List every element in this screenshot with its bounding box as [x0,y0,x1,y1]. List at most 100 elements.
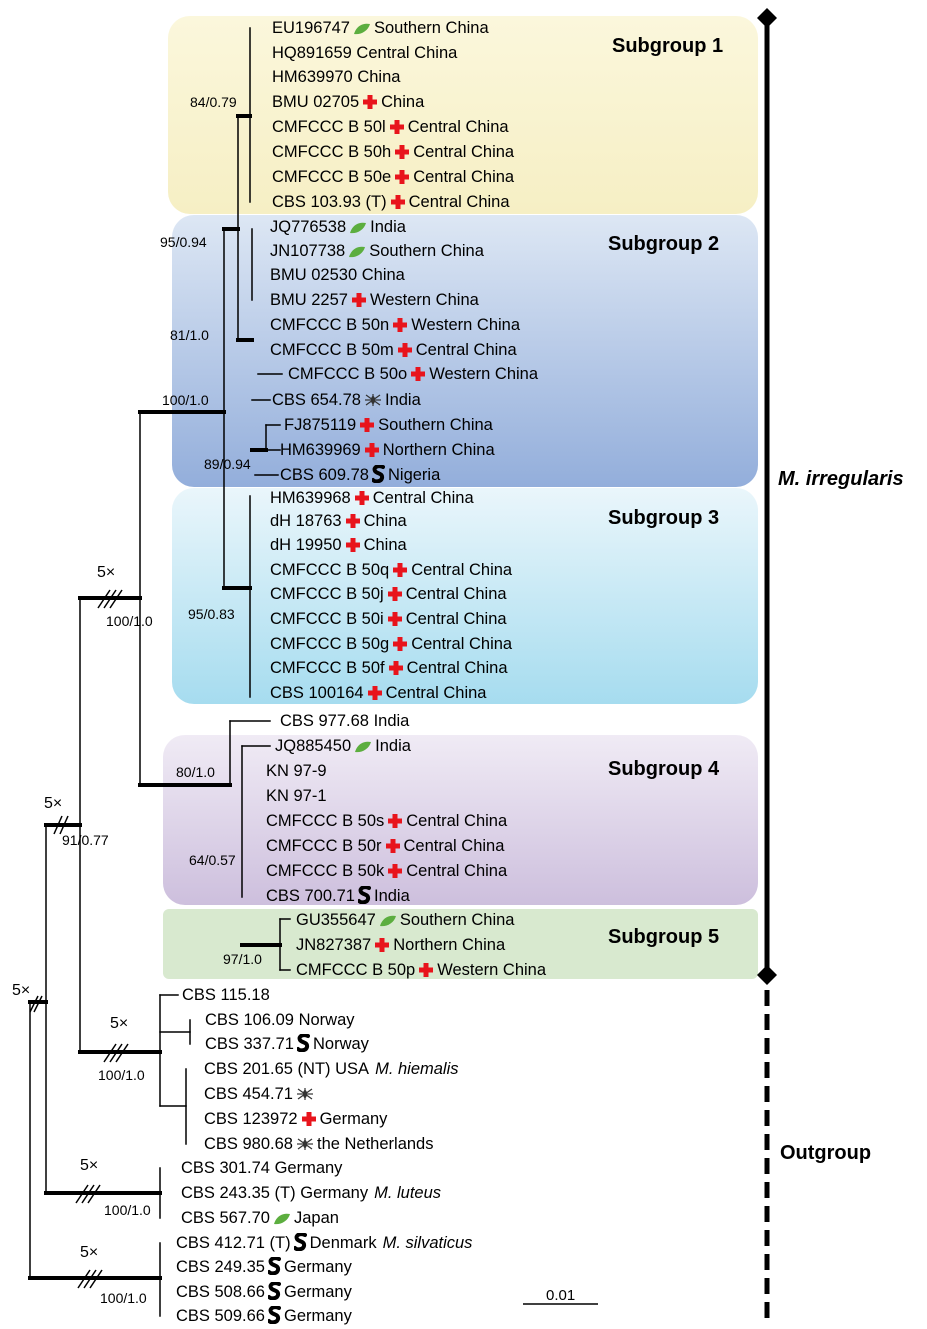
origin-label: USA [335,1060,370,1078]
taxon-label: CBS 115.18 [182,985,270,1005]
strain-name: CMFCCC B 50h [272,143,392,161]
species-name: M. silvaticus [382,1234,473,1252]
cross-icon [394,144,410,165]
origin-label: Western China [429,365,539,383]
strain-name: CBS 103.93 (T) [272,193,387,211]
soil-icon [370,464,385,488]
strain-name: CMFCCC B 50m [270,341,394,359]
subgroup-4-label: Subgroup 4 [608,758,720,780]
cross-icon [392,636,408,657]
strain-name: CMFCCC B 50f [270,659,385,677]
strain-name: CBS 115.18 [182,986,270,1004]
cross-icon [394,169,410,190]
branch-break-label: 5× [110,1015,129,1032]
origin-label: Central China [406,659,508,677]
taxon-label: CBS 654.78 India [272,390,421,413]
taxon-label: CMFCCC B 50q Central China [270,560,512,583]
origin-label: Norway [312,1035,369,1053]
strain-name: HM639970 [272,68,353,86]
origin-label: India [384,391,421,409]
origin-label: Germany [283,1258,352,1276]
origin-label: Central China [411,561,513,579]
origin-label: Germany [274,1159,343,1177]
origin-label: Central China [405,610,507,628]
origin-label: Southern China [399,911,515,929]
strain-name: CBS 980.68 [204,1135,293,1153]
cross-icon [410,366,426,387]
origin-label: Central China [407,118,509,136]
support-value: 95/0.94 [160,234,207,250]
origin-label: China [361,266,405,284]
origin-label: Denmark [309,1234,377,1252]
origin-label: the Netherlands [316,1135,434,1153]
support-value: 89/0.94 [204,456,251,472]
strain-name: CBS 977.68 [280,712,369,730]
support-value: 91/0.77 [62,832,109,848]
strain-name: BMU 02530 [270,266,358,284]
strain-name: CMFCCC B 50s [266,812,385,830]
strain-name: CBS 249.35 [176,1258,265,1276]
origin-label: Central China [385,684,487,702]
species-name: M. luteus [374,1184,442,1202]
cross-icon [374,937,390,958]
origin-label: Central China [372,489,474,507]
origin-label: Central China [403,837,505,855]
soil-icon [266,1305,281,1329]
cross-icon [387,586,403,607]
taxon-label: CBS 301.74 Germany [181,1158,342,1178]
support-value: 100/1.0 [98,1067,145,1083]
strain-name: CBS 454.71 [204,1085,293,1103]
origin-label: Southern China [369,242,484,260]
branch-break-label: 5× [97,564,116,581]
taxon-label: CMFCCC B 50f Central China [270,658,508,681]
strain-name: CMFCCC B 50o [288,365,408,383]
strain-name: CMFCCC B 50p [296,961,416,979]
cross-icon [392,317,408,338]
strain-name: CMFCCC B 50l [272,118,386,136]
branch-break-label: 5× [12,982,31,999]
taxon-label: CBS 980.68 the Netherlands [204,1134,433,1157]
species-name: M. hiemalis [375,1060,459,1078]
strain-name: JQ776538 [270,218,347,236]
origin-label: Southern China [373,19,489,37]
taxon-label: HQ891659 Central China [272,43,457,63]
strain-name: HQ891659 [272,44,352,62]
taxon-label: CBS 977.68 India [280,711,409,731]
subgroup-4-box [163,735,758,905]
leaf-icon [273,1211,291,1231]
support-value: 64/0.57 [189,852,236,868]
strain-name: CMFCCC B 50q [270,561,390,579]
outgroup-label: Outgroup [780,1142,872,1164]
origin-label: Germany [283,1307,352,1325]
origin-label: Norway [298,1011,355,1029]
strain-name: CMFCCC B 50k [266,862,385,880]
cross-icon [389,119,405,140]
soil-icon [266,1256,281,1280]
origin-label: Japan [293,1209,339,1227]
origin-label: Western China [437,961,547,979]
cross-icon [390,194,406,215]
taxon-label: BMU 02530 China [270,265,405,285]
strain-name: CBS 654.78 [272,391,361,409]
branch-break-label: 5× [80,1244,99,1261]
strain-name: dH 18763 [270,512,342,530]
scale-bar-label: 0.01 [546,1287,576,1304]
support-value: 100/1.0 [106,613,153,629]
branch-break-label: 5× [44,795,63,812]
strain-name: CBS 123972 [204,1110,298,1128]
cross-icon [385,838,401,859]
strain-name: BMU 02705 [272,93,360,111]
origin-label: Central China [356,44,458,62]
cross-icon [345,537,361,558]
